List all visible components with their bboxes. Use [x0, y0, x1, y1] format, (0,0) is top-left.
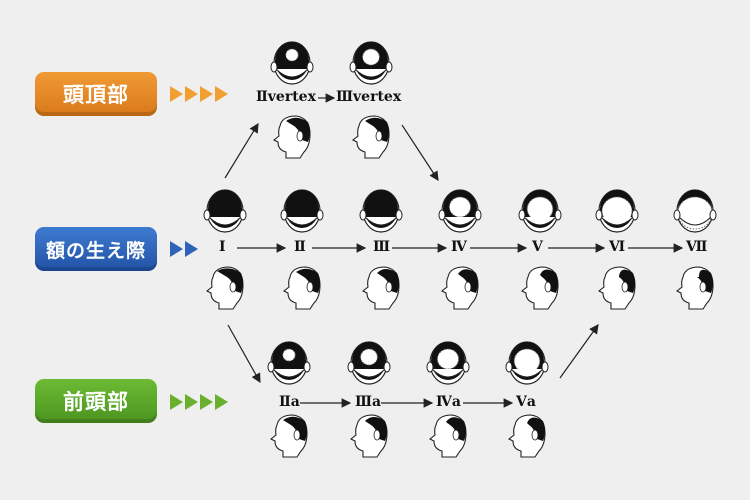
- flow-arrow: [401, 124, 439, 182]
- triangle-arrow-icon: [185, 86, 198, 102]
- triangle-arrow-icon: [170, 241, 183, 257]
- top-view-head-icon: [595, 189, 639, 233]
- top-view-head-icon: [505, 341, 549, 385]
- side-view-head-icon: [205, 266, 244, 310]
- stage-label-3a: Ⅲa: [355, 394, 382, 410]
- stage-label-6: Ⅵ: [609, 239, 626, 255]
- side-view-head-icon: [269, 414, 308, 458]
- side-view-head-icon: [349, 414, 388, 458]
- stage-label-2: Ⅱ: [294, 239, 306, 255]
- triangle-arrow-icon: [200, 86, 213, 102]
- flow-arrow: [224, 122, 259, 179]
- stage-label-3-vertex: Ⅲvertex: [336, 89, 402, 105]
- triangle-arrow-icon: [170, 86, 183, 102]
- stage-label-7: Ⅶ: [686, 239, 708, 255]
- side-view-head-icon: [440, 266, 479, 310]
- side-view-head-icon: [597, 266, 636, 310]
- top-view-head-icon: [280, 189, 324, 233]
- top-view-head-icon: [267, 341, 311, 385]
- stage-label-5: Ⅴ: [532, 239, 543, 255]
- triangle-arrow-icon: [185, 394, 198, 410]
- top-view-head-icon: [438, 189, 482, 233]
- top-view-head-icon: [203, 189, 247, 233]
- top-view-head-icon: [426, 341, 470, 385]
- side-view-head-icon: [507, 414, 546, 458]
- stage-label-4: Ⅳ: [451, 239, 467, 255]
- side-view-head-icon: [351, 115, 390, 159]
- stage-label-1: Ⅰ: [219, 239, 226, 255]
- triangle-arrow-icon: [200, 394, 213, 410]
- side-view-head-icon: [272, 115, 311, 159]
- top-view-head-icon: [518, 189, 562, 233]
- top-view-head-icon: [673, 189, 717, 233]
- triangle-arrow-icon: [215, 394, 228, 410]
- category-badge-hairline: 額の生え際: [35, 227, 157, 271]
- side-view-head-icon: [428, 414, 467, 458]
- top-view-head-icon: [347, 341, 391, 385]
- category-label-hairline: 額の生え際: [45, 239, 146, 262]
- side-view-head-icon: [520, 266, 559, 310]
- top-view-head-icon: [349, 41, 393, 85]
- side-view-head-icon: [282, 266, 321, 310]
- category-badge-vertex: 頭頂部: [35, 72, 157, 116]
- side-view-head-icon: [361, 266, 400, 310]
- top-view-head-icon: [359, 189, 403, 233]
- category-label-vertex: 頭頂部: [63, 83, 129, 107]
- hairline-arrow-group: [170, 241, 198, 257]
- stage-label-2-vertex: Ⅱvertex: [256, 89, 316, 105]
- stage-label-5a: Ⅴa: [516, 394, 536, 410]
- stage-label-2a: Ⅱa: [279, 394, 300, 410]
- triangle-arrow-icon: [170, 394, 183, 410]
- flow-arrow: [227, 324, 261, 384]
- frontal-arrow-group: [170, 394, 228, 410]
- flow-arrow: [559, 324, 599, 379]
- stage-label-4a: Ⅳa: [436, 394, 461, 410]
- category-label-frontal: 前頭部: [63, 390, 129, 414]
- side-view-head-icon: [675, 266, 714, 310]
- top-view-head-icon: [270, 41, 314, 85]
- vertex-arrow-group: [170, 86, 228, 102]
- category-badge-frontal: 前頭部: [35, 379, 157, 423]
- triangle-arrow-icon: [215, 86, 228, 102]
- triangle-arrow-icon: [185, 241, 198, 257]
- stage-label-3: Ⅲ: [373, 239, 391, 255]
